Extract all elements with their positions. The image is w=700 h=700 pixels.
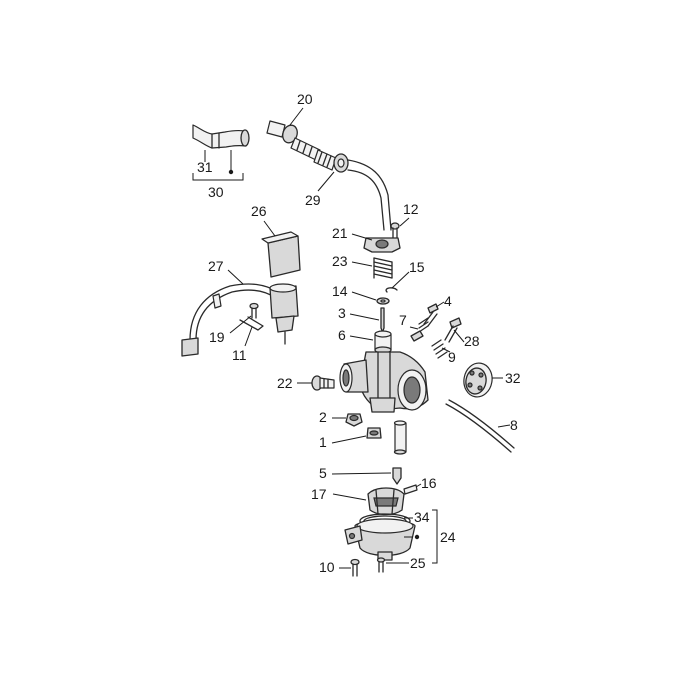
- part-spring-7: [410, 317, 429, 342]
- part-plate-32: [463, 362, 493, 398]
- label-22: 22: [277, 375, 293, 391]
- label-5: 5: [319, 465, 327, 481]
- label-2: 2: [319, 409, 327, 425]
- label-29: 29: [305, 192, 321, 208]
- part-screw-10: [350, 558, 360, 577]
- part-spring-23: [373, 257, 393, 279]
- part-fuel-pipe-31: [192, 124, 250, 149]
- part-boot-26: [261, 231, 301, 278]
- label-17: 17: [311, 486, 327, 502]
- label-1: 1: [319, 434, 327, 450]
- label-8: 8: [510, 417, 518, 433]
- label-12: 12: [403, 201, 419, 217]
- part-nut-2: [345, 413, 363, 427]
- label-10: 10: [319, 559, 335, 575]
- part-jet-tube: [393, 420, 407, 455]
- label-6: 6: [338, 327, 346, 343]
- part-fitting-20: [266, 120, 321, 161]
- label-11: 11: [232, 347, 247, 363]
- part-cap-21: [363, 237, 401, 253]
- label-27: 27: [208, 258, 224, 274]
- label-21: 21: [332, 225, 348, 241]
- part-jet-1: [366, 427, 382, 439]
- label-30: 30: [208, 184, 224, 200]
- part-float-bowl-24: [344, 518, 416, 561]
- part-spring-9: [431, 339, 448, 359]
- label-32: 32: [505, 370, 521, 386]
- label-4: 4: [444, 293, 452, 309]
- label-16: 16: [421, 475, 437, 491]
- part-float-17: [367, 487, 405, 516]
- part-hose-8: [445, 399, 515, 453]
- label-3: 3: [338, 305, 346, 321]
- part-screw-28: [444, 317, 462, 343]
- part-float-needle-5: [392, 467, 402, 485]
- label-26: 26: [251, 203, 267, 219]
- part-washer-14: [376, 297, 390, 305]
- label-31: 31: [197, 159, 213, 175]
- part-choke-27: [181, 283, 299, 357]
- label-24: 24: [440, 529, 456, 545]
- label-14: 14: [332, 283, 348, 299]
- label-34: 34: [414, 509, 430, 525]
- part-clip-11: [239, 316, 264, 331]
- label-25: 25: [410, 555, 426, 571]
- label-15: 15: [409, 259, 425, 275]
- label-23: 23: [332, 253, 348, 269]
- part-clip-15: [385, 287, 398, 293]
- part-screw-19: [249, 302, 259, 319]
- part-slide-6: [374, 330, 392, 354]
- label-19: 19: [209, 329, 225, 345]
- label-20: 20: [297, 91, 313, 107]
- part-pin-16: [403, 484, 418, 495]
- part-connector-29: [313, 149, 349, 173]
- part-screw-22: [311, 375, 335, 391]
- part-needle-3: [380, 307, 385, 333]
- part-carburetor-body: [339, 351, 429, 413]
- part-screw-4: [423, 303, 439, 327]
- label-9: 9: [448, 349, 456, 365]
- label-7: 7: [399, 312, 407, 328]
- label-28: 28: [464, 333, 480, 349]
- part-screw-25: [376, 557, 386, 573]
